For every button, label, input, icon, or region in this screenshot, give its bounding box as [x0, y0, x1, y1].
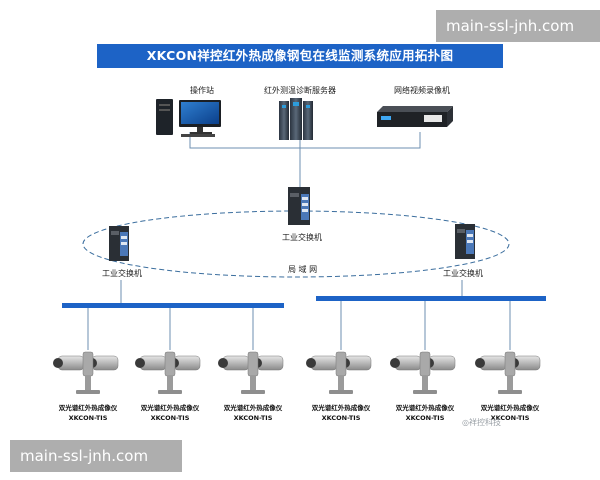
left-switch-label: 工业交换机	[102, 269, 142, 278]
center-switch-icon	[288, 187, 310, 225]
watermark-bottom: main-ssl-jnh.com	[10, 440, 182, 472]
diagram-title: XKCON祥控红外热成像钢包在线监测系统应用拓扑图	[97, 44, 503, 68]
logo-icon: ◎	[462, 418, 469, 427]
watermark-top: main-ssl-jnh.com	[436, 10, 600, 42]
nvr-icon	[377, 106, 453, 127]
thermal-camera-icon	[218, 351, 284, 394]
camera-drop-lines	[87, 301, 511, 350]
right-switch-label: 工业交换机	[443, 269, 483, 278]
thermal-camera-icon	[390, 351, 456, 394]
left-switch-icon	[109, 226, 129, 261]
lan-label: 局 域 网	[288, 265, 318, 274]
source-logo: ◎祥控科技	[462, 418, 501, 427]
thermal-camera-icon	[475, 351, 541, 394]
top-connection-lines	[189, 132, 421, 188]
workstation-icon	[156, 99, 221, 137]
nvr-label: 网络视频录像机	[394, 86, 450, 95]
left-bus	[62, 303, 284, 308]
server-label: 红外测温诊断服务器	[264, 86, 336, 95]
thermal-camera-icon	[135, 351, 201, 394]
right-switch-icon	[455, 224, 475, 259]
thermal-camera-icon	[306, 351, 372, 394]
right-bus	[316, 296, 546, 301]
server-icon	[279, 98, 313, 140]
center-switch-label: 工业交换机	[282, 233, 322, 242]
workstation-label: 操作站	[190, 86, 214, 95]
thermal-camera-icon	[53, 351, 119, 394]
